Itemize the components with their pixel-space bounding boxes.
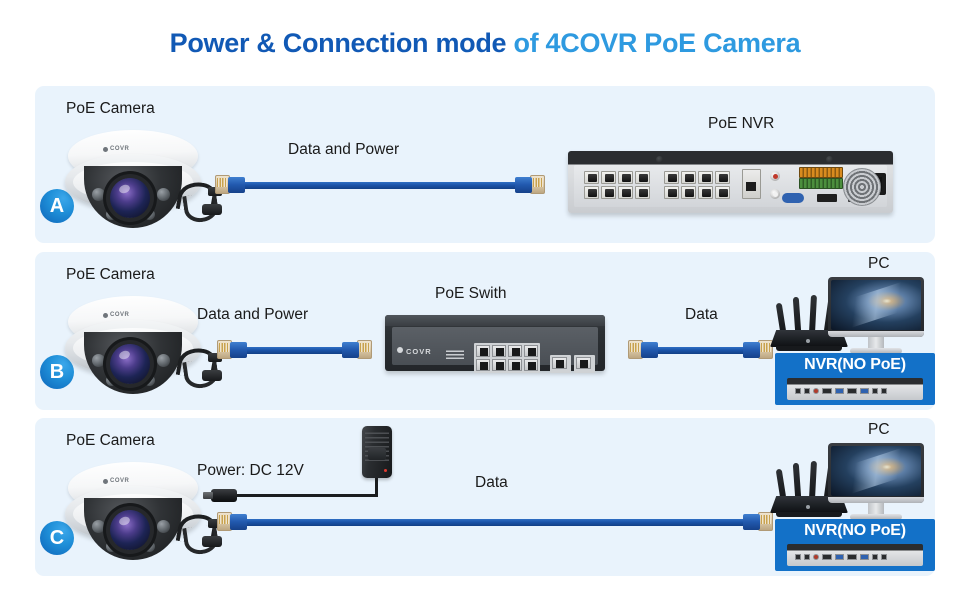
ir-led-icon — [144, 209, 155, 220]
antenna-icon — [792, 296, 802, 334]
nvr-alarm-terminal-top — [799, 167, 843, 178]
adapter-led-icon — [384, 469, 387, 472]
page-title-part2: of 4COVR PoE Camera — [506, 28, 801, 58]
nvr-audio-out-jack — [770, 171, 780, 181]
nvr-rear-panel — [574, 156, 887, 207]
ir-led-icon — [125, 213, 136, 224]
diagram-row-b: PoE Camera B COVR Data and Power — [35, 252, 935, 410]
row-b-nvr-no-poe-box: NVR(NO PoE) — [775, 353, 935, 405]
row-c-data-label: Data — [475, 474, 508, 491]
dc-wire-horizontal — [235, 494, 378, 497]
nvr-poe-port-group-1 — [584, 171, 650, 199]
camera-lens — [110, 178, 150, 218]
row-c-pc-monitor — [828, 443, 924, 521]
camera-dome — [84, 332, 182, 394]
switch-brand-logo: COVR — [397, 347, 432, 356]
nvr-audio-in-jack — [770, 189, 780, 199]
row-a-poe-camera: COVR — [60, 124, 222, 232]
camera-pigtail-cable — [175, 344, 222, 391]
camera-dome — [84, 166, 182, 228]
rj45-plug-icon — [628, 339, 658, 361]
switch-status-leds — [446, 349, 464, 359]
row-b-data-label: Data — [685, 306, 718, 323]
row-b-nvr-box-label: NVR(NO PoE) — [804, 356, 906, 373]
monitor-screen — [831, 446, 921, 496]
row-c-power-label: Power: DC 12V — [197, 462, 304, 479]
row-b-badge: B — [40, 355, 74, 389]
poe-switch-device: COVR — [385, 315, 605, 373]
row-b-cable-label: Data and Power — [197, 306, 309, 323]
row-b-ethernet-cable-switch-to-router — [628, 339, 773, 361]
antenna-icon — [809, 294, 817, 334]
row-b-pc-monitor — [828, 277, 924, 355]
nvr-vga-port — [782, 193, 804, 203]
nvr-cooling-fan — [843, 168, 881, 206]
nvr-poe-port-group-2 — [664, 171, 730, 199]
monitor-bezel — [828, 277, 924, 337]
switch-uplink-port-2 — [574, 355, 595, 373]
switch-front-panel: COVR — [392, 327, 598, 373]
camera-dome — [84, 498, 182, 560]
camera-lens — [110, 510, 150, 550]
monitor-bezel — [828, 443, 924, 503]
row-c-nvr-box-label: NVR(NO PoE) — [804, 522, 906, 539]
diagram-row-c: PoE Camera C COVR Power: DC 12V — [35, 418, 935, 576]
antenna-icon — [775, 302, 787, 334]
camera-pigtail-cable — [175, 510, 222, 557]
dc-barrel-connector — [203, 489, 237, 502]
row-c-camera-label: PoE Camera — [66, 432, 155, 449]
row-b-camera-label: PoE Camera — [66, 266, 155, 283]
nvr-hdmi-port — [817, 194, 837, 202]
rj45-plug-icon — [743, 511, 773, 533]
power-adapter — [362, 426, 392, 478]
row-a-nvr-label: PoE NVR — [708, 115, 775, 132]
row-b-pc-label: PC — [868, 255, 890, 272]
row-b-ethernet-cable-camera-to-switch — [217, 339, 372, 361]
rj45-plug-icon — [743, 339, 773, 361]
row-c-ethernet-cable — [217, 511, 773, 533]
nvr-lan-port — [742, 169, 761, 199]
monitor-screen — [831, 280, 921, 330]
page-title: Power & Connection mode of 4COVR PoE Cam… — [0, 28, 970, 59]
antenna-icon — [809, 460, 817, 500]
switch-poe-ports — [474, 343, 540, 373]
rj45-plug-icon — [215, 174, 245, 196]
rj45-plug-icon — [217, 511, 247, 533]
row-c-pc-label: PC — [868, 421, 890, 438]
row-b-poe-camera: COVR — [60, 290, 222, 398]
row-a-badge: A — [40, 189, 74, 223]
row-c-nvr-no-poe-box: NVR(NO PoE) — [775, 519, 935, 571]
camera-brand-logo: COVR — [102, 478, 130, 484]
row-c-poe-camera: COVR — [60, 456, 222, 564]
rj45-plug-icon — [217, 339, 247, 361]
nvr-alarm-terminal-bottom — [799, 178, 843, 189]
ir-led-icon — [106, 209, 117, 220]
rj45-plug-icon — [342, 339, 372, 361]
antenna-icon — [792, 462, 802, 500]
ir-led-icon — [92, 188, 105, 201]
nvr-no-poe-device — [787, 378, 923, 400]
camera-lens — [110, 344, 150, 384]
row-a-ethernet-cable — [215, 174, 545, 196]
diagram-row-a: PoE Camera A COVR Data and Power — [35, 86, 935, 243]
antenna-icon — [775, 468, 787, 500]
ir-led-icon — [157, 188, 170, 201]
camera-brand-logo: COVR — [102, 146, 130, 152]
row-a-camera-label: PoE Camera — [66, 100, 155, 117]
row-c-badge: C — [40, 521, 74, 555]
dc-wire-vertical — [375, 478, 378, 496]
rj45-plug-icon — [515, 174, 545, 196]
switch-uplink-port-1 — [550, 355, 571, 373]
row-b-switch-label: PoE Swith — [435, 285, 507, 302]
nvr-no-poe-device — [787, 544, 923, 566]
camera-brand-logo: COVR — [102, 312, 130, 318]
row-a-cable-label: Data and Power — [288, 141, 400, 158]
page-title-part1: Power & Connection mode — [169, 28, 507, 58]
poe-nvr-device — [568, 151, 893, 213]
